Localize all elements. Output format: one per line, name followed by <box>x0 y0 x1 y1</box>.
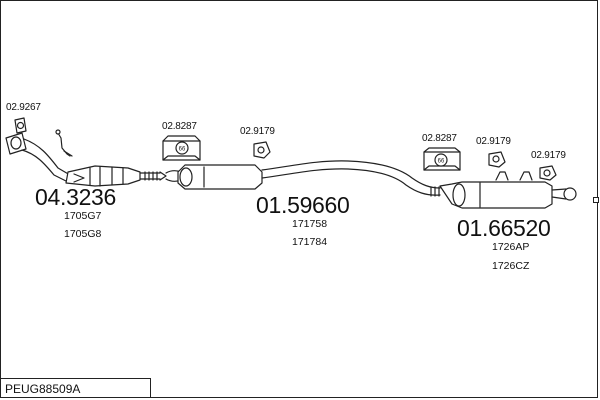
gasket-ring <box>14 117 27 134</box>
oem-ref-rear-silencer-2: 1726CZ <box>492 260 530 272</box>
reference-box: PEUG88509A <box>0 378 151 398</box>
oem-ref-centre-silencer-1: 171758 <box>292 218 328 230</box>
accessory-code-hanger-1: 02.9179 <box>240 126 275 137</box>
rubber-hanger-1 <box>253 141 271 159</box>
centre-silencer <box>165 160 441 197</box>
part-number-front-pipe: 04.3236 <box>35 184 117 210</box>
part-number-centre-silencer: 01.59660 <box>256 192 350 218</box>
corner-marker <box>593 197 599 203</box>
clamp-mark-2: 66 <box>438 159 445 165</box>
front-pipe-with-catalyst <box>5 129 167 187</box>
rear-silencer <box>439 171 577 209</box>
accessory-code-hanger-3: 02.9179 <box>531 150 566 161</box>
oem-ref-rear-silencer-1: 1726AP <box>492 241 530 253</box>
accessory-code-clamp-1: 02.8287 <box>162 121 197 132</box>
accessory-code-clamp-2: 02.8287 <box>422 133 457 144</box>
oem-ref-front-pipe-2: 1705G8 <box>64 228 102 240</box>
rubber-hanger-2 <box>488 151 506 168</box>
accessory-code-hanger-2: 02.9179 <box>476 136 511 147</box>
reference-code: PEUG88509A <box>5 382 81 396</box>
rubber-hanger-3 <box>539 165 557 181</box>
accessory-code-gasket: 02.9267 <box>6 102 41 113</box>
oem-ref-centre-silencer-2: 171784 <box>292 236 328 248</box>
clamp-mark-1: 66 <box>179 147 186 153</box>
exhaust-clamp-2 <box>423 147 461 171</box>
exhaust-clamp-1 <box>162 135 201 161</box>
part-number-rear-silencer: 01.66520 <box>457 215 551 241</box>
oem-ref-front-pipe-1: 1705G7 <box>64 210 102 222</box>
